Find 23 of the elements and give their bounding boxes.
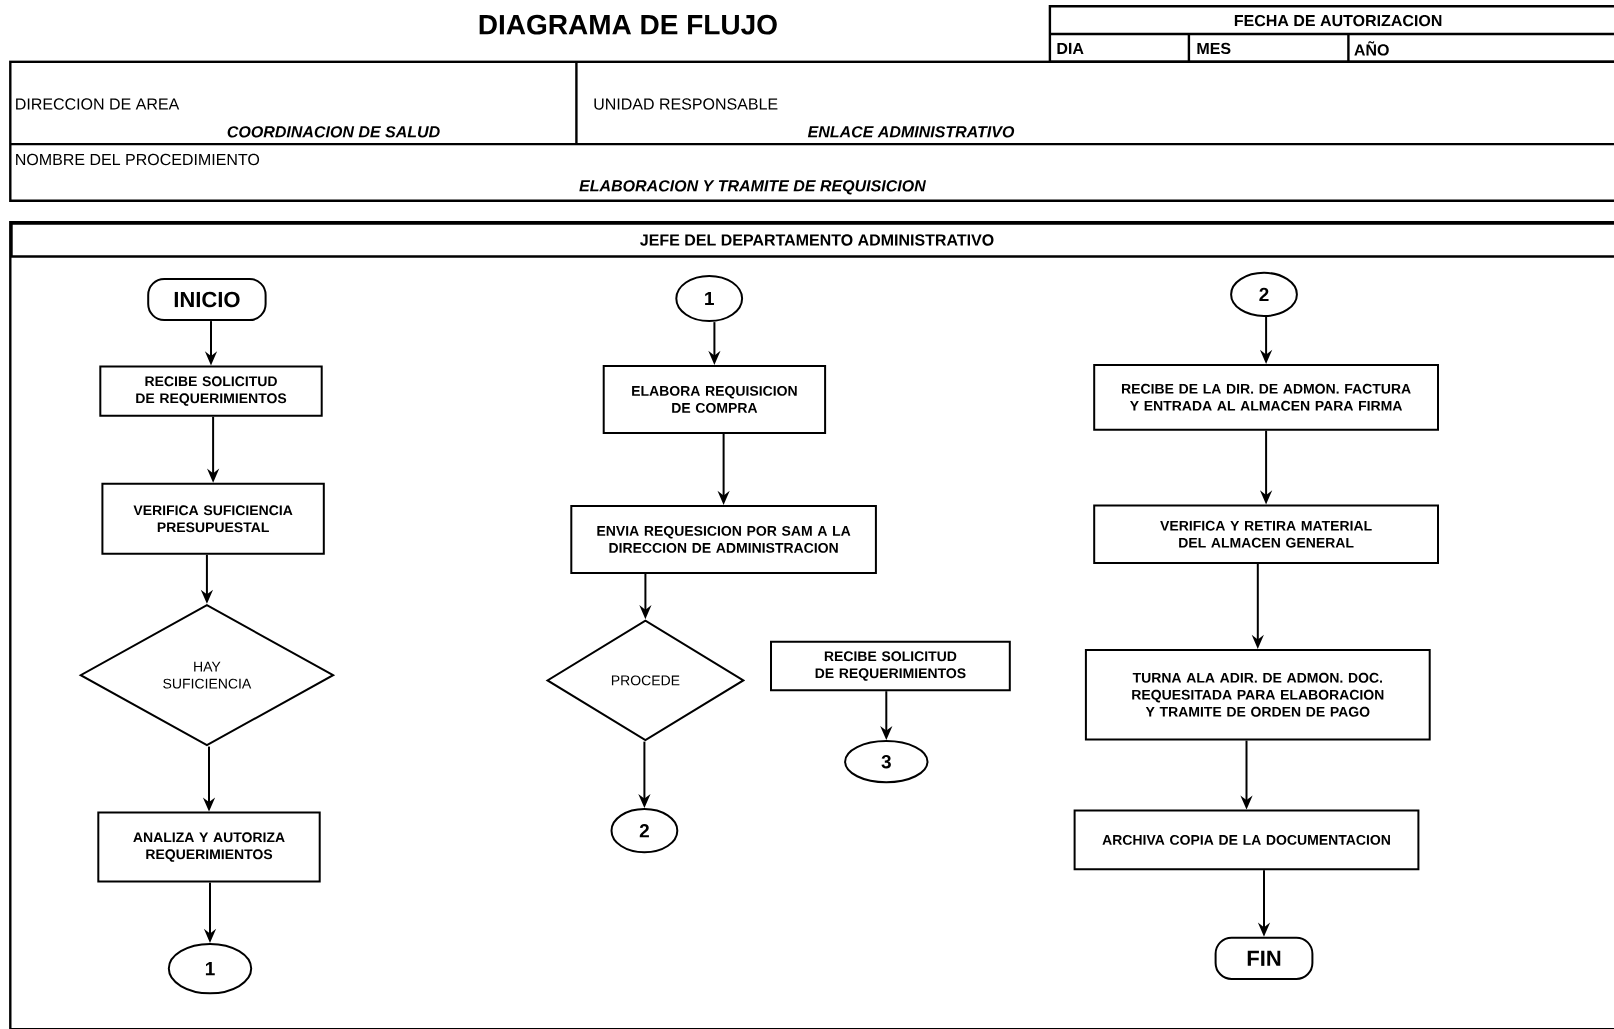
field-value: COORDINACION DE SALUD <box>227 126 440 138</box>
process-box: ELABORA REQUISICION DE COMPRA <box>602 364 827 434</box>
terminal-box: INICIO <box>147 277 267 322</box>
table-cell: DIA <box>1057 42 1084 54</box>
field-value: ENLACE ADMINISTRATIVO <box>807 126 1015 138</box>
process-box: RECIBE SOLICITUD DE REQUERIMIENTOS <box>770 640 1011 692</box>
terminal-box: FIN <box>1214 936 1314 980</box>
process-box: ARCHIVA COPIA DE LA DOCUMENTACION <box>1073 809 1420 871</box>
process-box: VERIFICA SUFICIENCIA PRESUPUESTAL <box>101 482 325 555</box>
table-header: FECHA DE AUTORIZACION <box>1234 14 1442 27</box>
process-box: RECIBE SOLICITUD DE REQUERIMIENTOS <box>99 365 323 417</box>
field-value: ELABORACION Y TRAMITE DE REQUISICION <box>579 180 926 195</box>
process-box: TURNA ALA ADIR. DE ADMON. DOC. REQUESITADA PARA ELABORACION Y TRAMITE DE ORDEN DE PAGO <box>1084 649 1431 741</box>
process-box: ANALIZA Y AUTORIZA REQUERIMIENTOS <box>97 811 321 883</box>
table-cell: AÑO <box>1354 41 1389 56</box>
process-box: VERIFICA Y RETIRA MATERIAL DEL ALMACEN GENERAL <box>1093 504 1439 564</box>
field-label: DIRECCION DE AREA <box>16 98 180 110</box>
process-box: RECIBE DE LA DIR. DE ADMON. FACTURA Y ENTRADA AL ALMACEN PARA FIRMA <box>1093 363 1439 431</box>
field-label: NOMBRE DEL PROCEDIMIENTO <box>16 153 260 166</box>
table-cell: MES <box>1197 42 1231 55</box>
field-label: UNIDAD RESPONSABLE <box>594 98 778 110</box>
title: DIAGRAMA DE FLUJO <box>479 14 777 35</box>
process-box: ENVIA REQUESICION POR SAM A LA DIRECCION DE ADMINISTRACION <box>570 504 877 574</box>
